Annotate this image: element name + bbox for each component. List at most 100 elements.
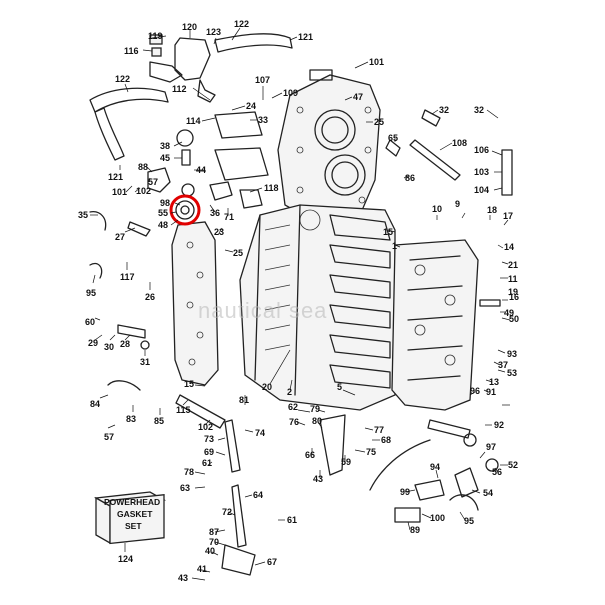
highlighted-part-55-circle [169, 194, 201, 226]
callout-61-lower: 61 [287, 515, 297, 525]
callout-35: 35 [78, 210, 88, 220]
callout-5: 5 [337, 382, 342, 392]
callout-72: 72 [222, 507, 232, 517]
callout-25-lower: 25 [233, 248, 243, 258]
callout-117: 117 [120, 272, 135, 282]
thermostat-housing [147, 111, 269, 220]
callout-121-left: 121 [108, 172, 123, 182]
callout-43: 43 [313, 474, 323, 484]
callout-49: 49 [504, 308, 514, 318]
callout-120: 120 [182, 22, 197, 32]
callout-31: 31 [140, 357, 150, 367]
callout-29: 29 [88, 338, 98, 348]
callout-121: 121 [298, 32, 313, 42]
callout-93: 93 [507, 349, 517, 359]
callout-32: 32 [439, 105, 449, 115]
callout-100: 100 [430, 513, 445, 523]
callout-87: 87 [209, 527, 219, 537]
crankcase-cover [391, 239, 479, 411]
top-hose-assembly [89, 33, 293, 161]
callout-26: 26 [145, 292, 155, 302]
callout-37: 37 [498, 360, 508, 370]
kit-number: 124 [118, 554, 133, 564]
callout-75: 75 [366, 447, 376, 457]
exhaust-cover-plate [171, 221, 219, 386]
callout-99: 99 [400, 487, 410, 497]
callout-15-lower: 15 [184, 379, 194, 389]
callout-95-lower: 95 [464, 516, 474, 526]
callout-40: 40 [205, 546, 215, 556]
callout-101-left: 101 [112, 187, 127, 197]
callout-118: 118 [264, 183, 279, 193]
callout-14: 14 [504, 242, 514, 252]
callout-43-bottom: 43 [178, 573, 188, 583]
callout-104: 104 [474, 185, 489, 195]
callout-16: 16 [509, 292, 519, 302]
callout-36: 36 [210, 208, 220, 218]
callout-15: 15 [383, 227, 393, 237]
callout-116: 116 [124, 46, 139, 56]
callout-25: 25 [374, 117, 384, 127]
callout-48: 48 [158, 220, 168, 230]
callout-28: 28 [120, 339, 130, 349]
callout-54: 54 [483, 488, 493, 498]
callout-45: 45 [160, 153, 170, 163]
callout-41: 41 [197, 564, 207, 574]
callout-78: 78 [184, 467, 194, 477]
callout-63: 63 [180, 483, 190, 493]
callout-labels: 120 122 121 119 116 123 101 122 107 109 … [78, 19, 519, 583]
callout-73: 73 [204, 434, 214, 444]
callout-47: 47 [353, 92, 363, 102]
callout-102: 102 [136, 186, 151, 196]
callout-74: 74 [255, 428, 265, 438]
callout-92: 92 [494, 420, 504, 430]
callout-18: 18 [487, 205, 497, 215]
callout-109: 109 [283, 88, 298, 98]
callout-67: 67 [267, 557, 277, 567]
callout-44: 44 [196, 165, 206, 175]
callout-101: 101 [369, 57, 384, 67]
callout-70: 70 [209, 537, 219, 547]
callout-95: 95 [86, 288, 96, 298]
callout-19: 19 [508, 287, 518, 297]
callout-57-lower: 57 [104, 432, 114, 442]
callout-57: 57 [148, 177, 158, 187]
callout-103: 103 [474, 167, 489, 177]
callout-66: 66 [305, 450, 315, 460]
callout-21: 21 [508, 260, 518, 270]
callout-114: 114 [186, 116, 201, 126]
callout-96: 96 [470, 386, 480, 396]
callout-84: 84 [90, 399, 100, 409]
callout-122-left: 122 [115, 74, 130, 84]
callout-55: 55 [158, 208, 168, 218]
throttle-linkage [89, 211, 346, 576]
callout-102-lower: 102 [198, 422, 213, 432]
callout-60: 60 [85, 317, 95, 327]
callout-81: 81 [239, 395, 249, 405]
callout-122: 122 [234, 19, 249, 29]
callout-27: 27 [115, 232, 125, 242]
callout-2: 2 [287, 387, 292, 397]
kit-label-line-2: GASKET [117, 509, 153, 519]
callout-17: 17 [503, 211, 513, 221]
callout-13: 13 [489, 377, 499, 387]
callout-30: 30 [104, 342, 114, 352]
callout-56: 56 [492, 467, 502, 477]
callout-79: 79 [310, 404, 320, 414]
callout-83: 83 [126, 414, 136, 424]
callout-88: 88 [138, 162, 148, 172]
lower-linkage [369, 109, 513, 523]
kit-label-line-1: POWERHEAD [104, 497, 160, 507]
callout-61: 61 [202, 458, 212, 468]
callout-38: 38 [160, 141, 170, 151]
callout-33: 33 [258, 115, 268, 125]
callout-108: 108 [452, 138, 467, 148]
callout-119: 119 [148, 31, 163, 41]
gasket-kit-box: POWERHEAD GASKET SET 124 [93, 491, 167, 564]
callout-1: 1 [392, 241, 397, 251]
callout-77: 77 [374, 425, 384, 435]
callout-62: 62 [288, 402, 298, 412]
callout-32-right: 32 [474, 105, 484, 115]
